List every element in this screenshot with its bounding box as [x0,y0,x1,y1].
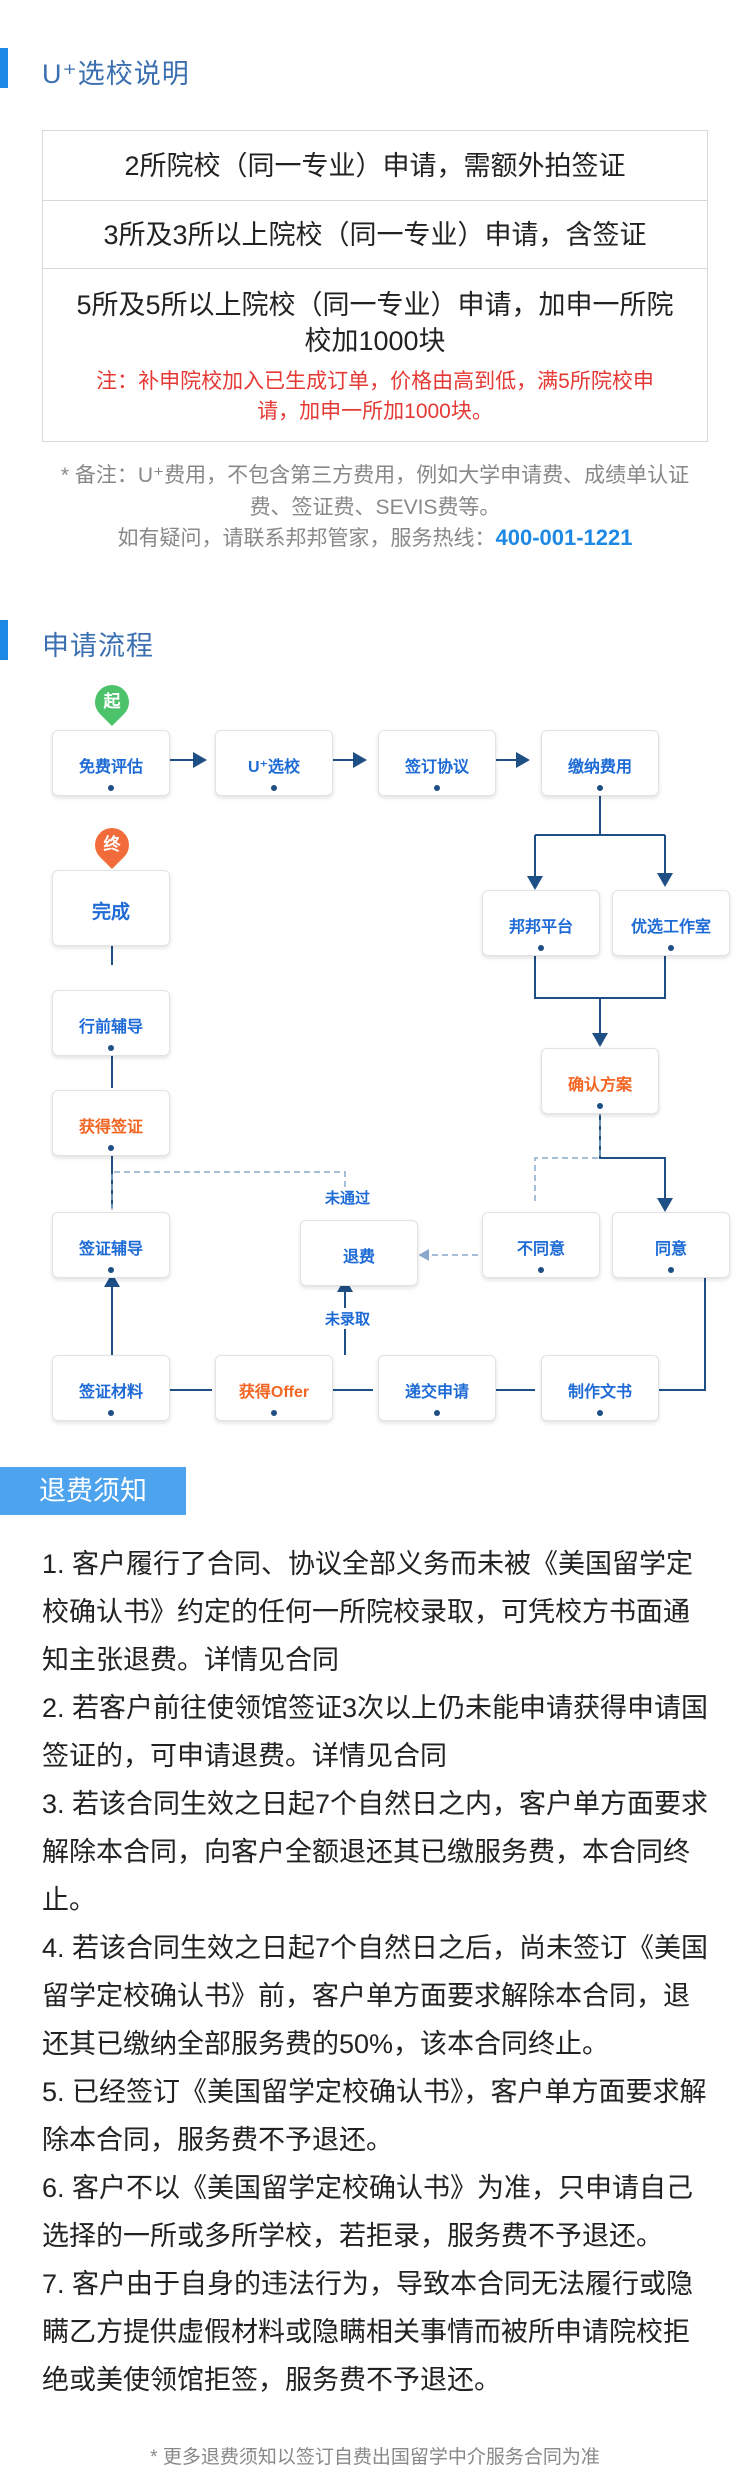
flow-node-agree: 同意 [612,1212,730,1278]
section-title: 申请流程 [42,631,154,661]
refund-item: 2. 若客户前往使领馆签证3次以上仍未能申请获得申请国签证的，可申请退费。详情见… [42,1693,709,1771]
flow-node-get-offer: 获得Offer [215,1355,333,1421]
refund-item: 5. 已经签订《美国留学定校确认书》，客户单方面要求解除本合同，服务费不予退还。 [42,2077,707,2155]
flow-node-done: 完成 [52,870,170,946]
flow-node-submit-app: 递交申请 [378,1355,496,1421]
fee-remark: * 备注：U⁺费用，不包含第三方费用，例如大学申请费、成绩单认证费、签证费、SE… [60,464,690,519]
flow-node-confirm-plan: 确认方案 [541,1048,659,1114]
note-row: 3所及3所以上院校（同一专业）申请，含签证 [43,201,707,269]
flow-node-pre-departure: 行前辅导 [52,990,170,1056]
section-title: U⁺选校说明 [42,59,190,89]
flow-node-make-docs: 制作文书 [541,1355,659,1421]
refund-tag: 退费须知 [0,1467,186,1515]
end-pin-icon: 终 [87,820,137,870]
flow-node-visa-guidance: 签证辅导 [52,1212,170,1278]
contact-text: 如有疑问，请联系邦邦管家，服务热线： [117,527,496,550]
application-flowchart: 起 免费评估 U⁺选校 签订协议 缴纳费用 邦邦平台 优选工作室 确认方案 不同… [0,677,750,1450]
refund-item: 7. 客户由于自身的违法行为，导致本合同无法履行或隐瞒乙方提供虚假材料或隐瞒相关… [42,2269,694,2395]
refund-list: 1. 客户履行了合同、协议全部义务而未被《美国留学定校确认书》约定的任何一所院校… [42,1540,714,2404]
section-accent-bar [0,48,8,88]
refund-item: 6. 客户不以《美国留学定校确认书》为准，只申请自己选择的一所或多所学校，若拒录… [42,2173,694,2251]
flow-label-not-passed: 未通过 [322,1187,374,1208]
note-row: 2所院校（同一专业）申请，需额外拍签证 [43,131,707,201]
flow-node-u-select: U⁺选校 [215,730,333,796]
contact-line: 如有疑问，请联系邦邦管家，服务热线：400-001-1221 [0,522,750,552]
flow-node-studio: 优选工作室 [612,890,730,956]
flow-node-pay-fee: 缴纳费用 [541,730,659,796]
flow-node-refund: 退费 [300,1220,418,1286]
refund-item: 3. 若该合同生效之日起7个自然日之内，客户单方面要求解除本合同，向客户全额退还… [42,1789,709,1915]
flow-node-bangbang: 邦邦平台 [482,890,600,956]
refund-item: 1. 客户履行了合同、协议全部义务而未被《美国留学定校确认书》约定的任何一所院校… [42,1549,694,1675]
section-header-school: U⁺选校说明 [0,48,750,89]
refund-footnote: * 更多退费须知以签订自费出国留学中介服务合同为准 [150,2447,600,2468]
flow-node-sign-agreement: 签订协议 [378,730,496,796]
section-accent-bar [0,620,8,660]
flow-node-disagree: 不同意 [482,1212,600,1278]
note-row-warning: 注：补申院校加入已生成订单，价格由高到低，满5所院校申请，加申一所加1000块。 [96,370,654,423]
flow-label-not-admitted: 未录取 [322,1308,374,1329]
flow-node-visa-materials: 签证材料 [52,1355,170,1421]
start-pin-icon: 起 [87,677,137,727]
note-row: 5所及5所以上院校（同一专业）申请，加申一所院校加1000块 注：补申院校加入已… [43,269,707,441]
school-notes-table: 2所院校（同一专业）申请，需额外拍签证 3所及3所以上院校（同一专业）申请，含签… [42,130,708,442]
flow-node-get-visa: 获得签证 [52,1090,170,1156]
section-header-flow: 申请流程 [0,620,750,661]
flow-node-free-eval: 免费评估 [52,730,170,796]
refund-item: 4. 若该合同生效之日起7个自然日之后，尚未签订《美国留学定校确认书》前，客户单… [42,1933,709,2059]
note-row-text: 5所及5所以上院校（同一专业）申请，加申一所院校加1000块 [76,290,674,356]
hotline-link[interactable]: 400-001-1221 [495,525,633,550]
